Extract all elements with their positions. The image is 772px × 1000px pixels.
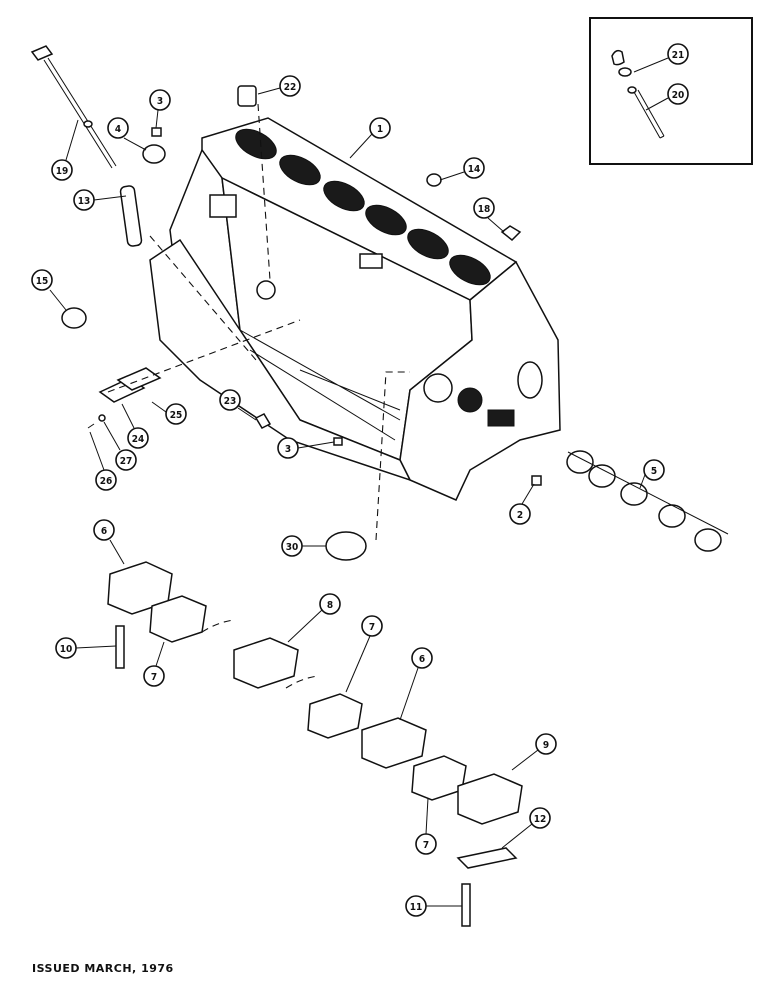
shim-12: [456, 847, 518, 869]
svg-text:7: 7: [423, 840, 429, 851]
cover-25: [116, 367, 162, 391]
svg-text:7: 7: [151, 672, 157, 683]
engine-block: [149, 117, 561, 501]
pipe-plug-3: [151, 127, 162, 137]
callout-12: 12: [501, 807, 551, 849]
expansion-plug-30: [325, 531, 367, 561]
svg-text:19: 19: [56, 166, 69, 177]
svg-text:14: 14: [468, 164, 481, 175]
svg-text:8: 8: [327, 600, 333, 611]
svg-text:18: 18: [478, 204, 491, 215]
svg-text:21: 21: [672, 50, 685, 61]
svg-text:22: 22: [284, 82, 297, 93]
callout-30: 30: [281, 535, 326, 557]
svg-text:7: 7: [369, 622, 375, 633]
callout-14: 14: [439, 157, 485, 181]
dipstick: [30, 45, 117, 169]
callout-22: 22: [257, 75, 301, 97]
inset-box: [589, 17, 753, 165]
svg-text:2: 2: [517, 510, 523, 521]
cam-bearings: [566, 450, 729, 552]
plug-14: [426, 173, 442, 187]
svg-text:5: 5: [651, 466, 657, 477]
svg-text:13: 13: [78, 196, 91, 207]
bolt-11: [461, 883, 471, 927]
dipstick-tube: [119, 185, 143, 247]
svg-text:1: 1: [377, 124, 383, 135]
washer-27: [98, 414, 106, 422]
svg-text:6: 6: [101, 526, 107, 537]
expansion-plug-15: [61, 307, 87, 329]
expansion-plug-4: [142, 144, 166, 164]
callout-6-lower: 6: [399, 647, 433, 721]
inset-tube: [633, 89, 665, 139]
svg-text:30: 30: [286, 542, 299, 553]
callout-7-mid: 7: [345, 615, 383, 693]
svg-text:25: 25: [170, 410, 183, 421]
plug-22: [237, 85, 257, 107]
callout-15: 15: [31, 269, 67, 311]
inset-oring: [618, 67, 632, 77]
callout-9: 9: [511, 733, 557, 771]
svg-text:20: 20: [672, 90, 685, 101]
plug-2: [531, 475, 542, 486]
callout-4: 4: [107, 117, 147, 151]
callout-11: 11: [405, 895, 462, 917]
callout-25: 25: [151, 401, 187, 425]
callout-5: 5: [639, 459, 665, 489]
callout-8: 8: [287, 593, 341, 643]
callout-23: 23: [219, 389, 257, 421]
callout-24: 24: [121, 403, 149, 449]
callout-3: 3: [149, 89, 171, 129]
callout-6: 6: [93, 519, 125, 565]
fitting-23: [254, 413, 272, 429]
callout-19: 19: [51, 119, 79, 181]
svg-text:24: 24: [132, 434, 145, 445]
svg-text:6: 6: [419, 654, 425, 665]
fitting-18: [500, 225, 522, 242]
callout-7: 7: [143, 641, 165, 687]
svg-text:12: 12: [534, 814, 547, 825]
svg-text:4: 4: [115, 124, 121, 135]
callout-27: 27: [103, 421, 137, 471]
pipe-plug-3-lower: [333, 437, 343, 446]
svg-text:9: 9: [543, 740, 549, 751]
callout-18: 18: [473, 197, 505, 233]
svg-text:10: 10: [60, 644, 73, 655]
callout-10: 10: [55, 637, 117, 659]
callout-21: 21: [633, 43, 689, 73]
inset-dipstick-cap: [611, 49, 625, 66]
callout-20: 20: [645, 83, 689, 111]
svg-text:23: 23: [224, 396, 237, 407]
callout-7-lower: 7: [415, 797, 437, 855]
issue-date-footer: ISSUED MARCH, 1976: [32, 962, 174, 975]
callout-2: 2: [509, 483, 535, 525]
svg-text:3: 3: [157, 96, 163, 107]
svg-text:27: 27: [120, 456, 133, 467]
bolt-10: [115, 625, 125, 669]
svg-text:11: 11: [410, 902, 423, 913]
callout-13: 13: [73, 189, 127, 211]
svg-text:26: 26: [100, 476, 113, 487]
callout-1: 1: [349, 117, 391, 159]
bearing-caps: [107, 561, 523, 825]
callout-3-lower: 3: [277, 437, 335, 459]
svg-text:15: 15: [36, 276, 49, 287]
callout-26: 26: [89, 431, 117, 491]
svg-text:3: 3: [285, 444, 291, 455]
